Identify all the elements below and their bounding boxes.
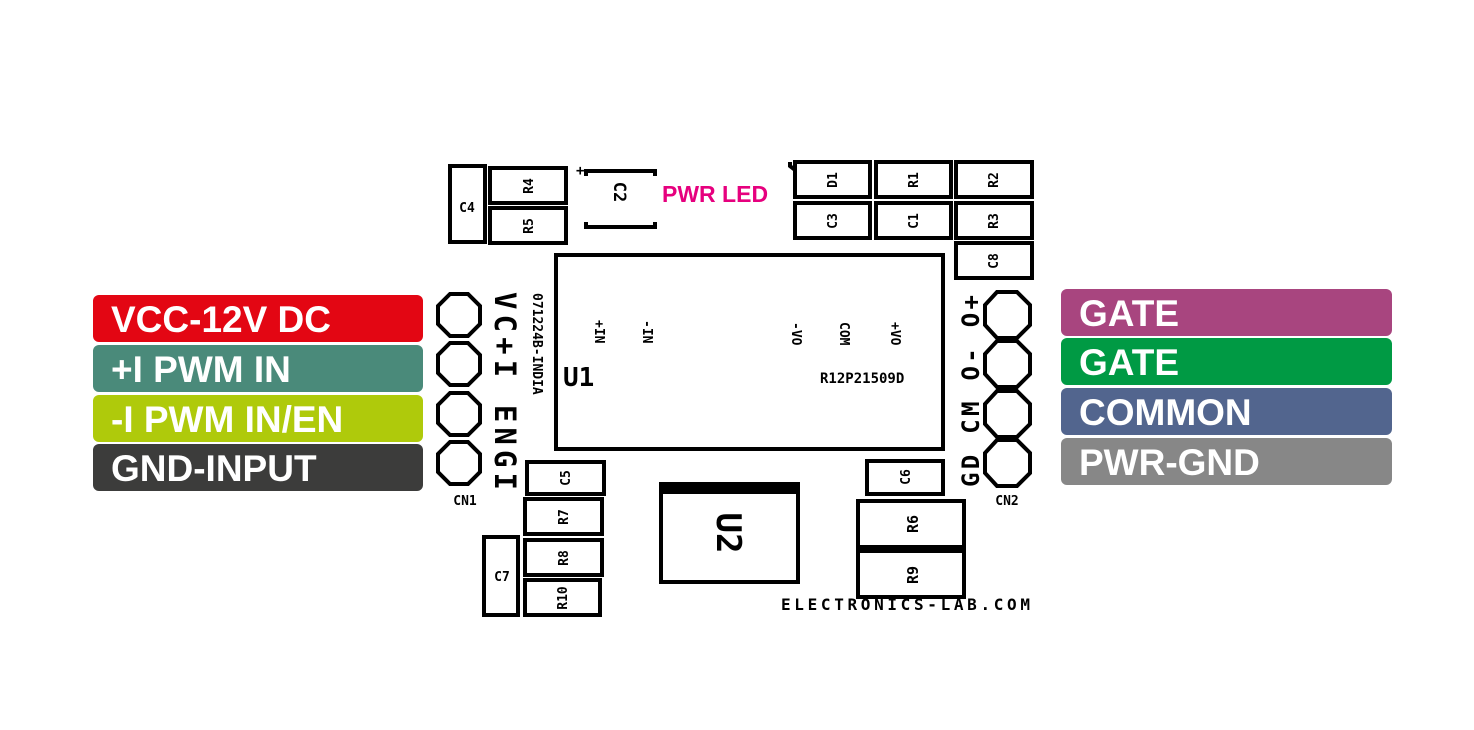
c8-label: C8	[987, 253, 1002, 269]
c5-label: C5	[559, 470, 574, 486]
pin-label-pwr-gnd: PWR-GND	[1061, 438, 1392, 485]
pin-label-vcc: VCC-12V DC	[93, 295, 423, 342]
r8-label: R8	[557, 550, 572, 566]
r5-label: R5	[522, 218, 537, 234]
u1-pin-plus-in: +IN	[591, 320, 606, 344]
board-code: 071224B-INDIA	[529, 293, 544, 395]
cn2-label: CN2	[995, 494, 1018, 509]
d1-label: D1	[826, 172, 841, 188]
c3-label: C3	[826, 213, 841, 229]
c1-outline	[874, 201, 953, 240]
pin-label-pwm-in-plus: +I PWM IN	[93, 345, 423, 392]
u1-pin-minus-in: -IN	[639, 320, 654, 344]
c3-outline	[793, 201, 872, 240]
r3-label: R3	[987, 213, 1002, 229]
r9-label: R9	[904, 566, 922, 584]
u1-outline	[554, 253, 945, 451]
c7-outline	[482, 535, 520, 617]
r2-outline	[954, 160, 1034, 199]
r10-label: R10	[556, 586, 571, 610]
r3-outline	[954, 201, 1034, 240]
c2-outline	[584, 169, 657, 229]
r7-outline	[523, 497, 604, 536]
c5-outline	[525, 460, 606, 496]
r6-label: R6	[904, 515, 922, 533]
c2-plus-mark: +	[576, 163, 584, 179]
c7-label: C7	[494, 570, 510, 585]
c8-outline	[954, 241, 1034, 280]
cn2-side-text: GD CM O- O+	[957, 295, 985, 487]
r8-outline	[523, 538, 604, 577]
r5-outline	[488, 206, 568, 245]
pin-label-common: COMMON	[1061, 388, 1392, 435]
u1-pin-minus-vo: -VO	[788, 322, 803, 346]
r4-label: R4	[522, 178, 537, 194]
pin-label-gate-plus: GATE	[1061, 289, 1392, 336]
c1-label: C1	[907, 213, 922, 229]
cn2-header	[983, 290, 1032, 488]
r2-label: R2	[987, 172, 1002, 188]
r4-outline	[488, 166, 568, 205]
u2-label: U2	[708, 513, 748, 554]
c4-outline	[448, 164, 487, 244]
u1-pin-plus-vo: +VO	[887, 322, 902, 346]
c6-outline	[865, 459, 945, 496]
u1-pin-com: COM	[836, 322, 851, 346]
r7-label: R7	[557, 509, 572, 525]
c6-label: C6	[899, 469, 914, 485]
pin-label-gate-minus: GATE	[1061, 338, 1392, 385]
pwr-led-label: PWR LED	[662, 181, 768, 207]
c2-label: C2	[609, 182, 629, 202]
c4-label: C4	[459, 201, 475, 216]
d1-outline	[788, 160, 872, 199]
r1-label: R1	[907, 172, 922, 188]
pin-label-pwm-in-minus: -I PWM IN/EN	[93, 395, 423, 442]
r10-outline	[523, 578, 602, 617]
u2-pin1-band	[661, 484, 798, 494]
u1-label: U1	[563, 363, 594, 393]
u1-part-number: R12P21509D	[820, 371, 904, 387]
pin-label-gnd-input: GND-INPUT	[93, 444, 423, 491]
cn1-header	[436, 292, 482, 486]
cn1-label: CN1	[453, 494, 477, 509]
r1-outline	[874, 160, 953, 199]
cn1-side-text: VC+I ENGI	[488, 292, 522, 490]
r6-r9-divider	[858, 545, 964, 553]
footer-brand: ELECTRONICS-LAB.COM	[781, 595, 1030, 614]
